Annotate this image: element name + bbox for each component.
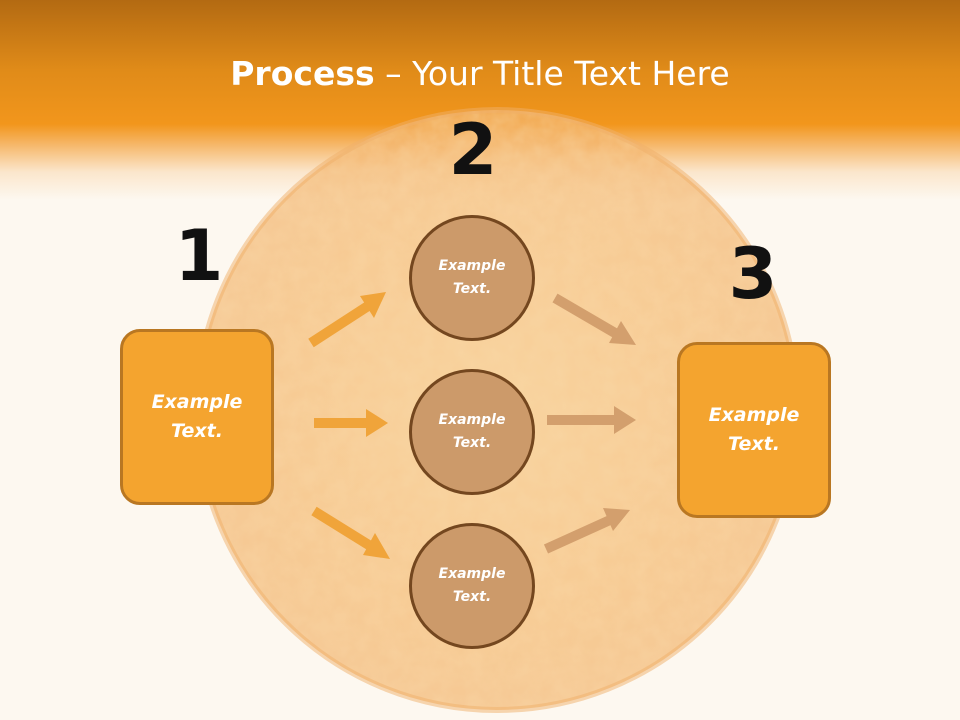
circle-middle-text: Example Text. [438,412,506,451]
title-bold: Process [230,54,375,93]
step-1-box: Example Text. [120,329,274,505]
title-rest: – Your Title Text Here [374,54,730,93]
circle-top-text: Example Text. [438,258,506,297]
arrow-left-bottom [311,506,390,559]
step-3-box: Example Text. [677,342,831,518]
arrow-right-top [552,293,636,345]
step-number-3: 3 [728,233,778,315]
circle-top: Example Text. [409,215,535,341]
step-3-box-text: Example Text. [708,404,800,455]
step-number-2: 2 [448,109,498,191]
step-1-box-text: Example Text. [151,391,243,442]
arrow-right-middle [547,406,636,434]
circle-bottom-text: Example Text. [438,566,506,605]
arrow-left-middle [314,409,388,437]
circle-bottom: Example Text. [409,523,535,649]
arrow-right-bottom [543,508,630,554]
slide-title: Process – Your Title Text Here [0,52,960,96]
arrow-left-top [308,292,386,348]
step-number-1: 1 [174,215,224,297]
circle-middle: Example Text. [409,369,535,495]
